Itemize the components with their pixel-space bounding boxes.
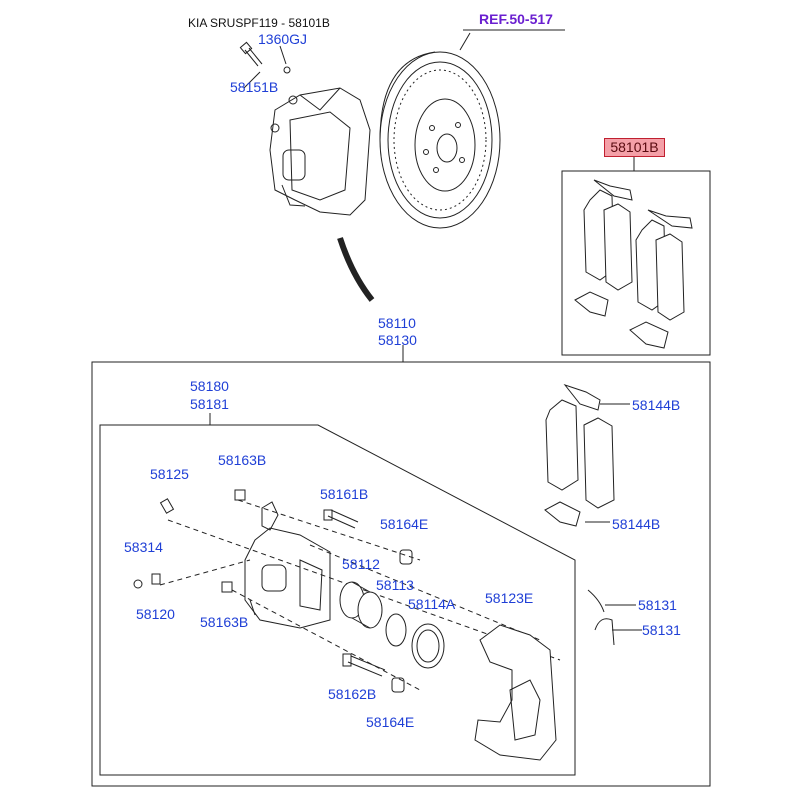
guide-pin-58161b[interactable] xyxy=(323,509,359,529)
brake-pads-58144b[interactable] xyxy=(544,383,615,527)
carrier-bracket-58123e[interactable] xyxy=(474,624,557,761)
caliper-assembly[interactable] xyxy=(269,87,371,216)
bolt-58163b-top[interactable] xyxy=(234,489,246,501)
part-label-58151b[interactable]: 58151B xyxy=(230,79,279,95)
part-label-58144b-bottom[interactable]: 58144B xyxy=(612,516,661,532)
pad-kit-box xyxy=(561,170,711,356)
part-label-58123e[interactable]: 58123E xyxy=(485,590,534,606)
part-label-1360gj[interactable]: 1360GJ xyxy=(258,31,308,47)
reference-link[interactable]: REF.50-517 xyxy=(479,11,553,27)
boot-58114a[interactable] xyxy=(411,623,445,669)
part-label-58162b[interactable]: 58162B xyxy=(328,686,377,702)
part-label-58181[interactable]: 58181 xyxy=(190,396,229,412)
brake-disc[interactable] xyxy=(379,51,501,229)
piston-58112[interactable] xyxy=(339,581,383,629)
clip-58131-top[interactable] xyxy=(587,589,605,613)
part-label-58125[interactable]: 58125 xyxy=(150,466,189,482)
part-label-58112[interactable]: 58112 xyxy=(342,556,380,572)
bleeder-58120[interactable] xyxy=(151,573,161,585)
highlighted-part-label[interactable]: 58101B xyxy=(604,138,665,157)
guide-pin-58162b[interactable] xyxy=(342,653,386,677)
clip-58131-bottom[interactable] xyxy=(594,618,615,646)
part-label-58163b-bottom[interactable]: 58163B xyxy=(200,614,249,630)
part-label-58131-bottom[interactable]: 58131 xyxy=(642,622,681,638)
part-label-58161b[interactable]: 58161B xyxy=(320,486,369,502)
part-label-58130[interactable]: 58130 xyxy=(378,332,417,348)
caliper-body[interactable] xyxy=(244,501,331,629)
boot-58164e-bottom[interactable] xyxy=(391,677,405,693)
part-label-58120[interactable]: 58120 xyxy=(136,606,175,622)
part-label-58110[interactable]: 58110 xyxy=(378,315,416,331)
part-label-58164e-top[interactable]: 58164E xyxy=(380,516,429,532)
caliper-sub-box xyxy=(99,424,576,776)
part-label-58113[interactable]: 58113 xyxy=(376,577,414,593)
boot-58164e-top[interactable] xyxy=(399,549,413,565)
part-label-58314[interactable]: 58314 xyxy=(124,539,163,555)
pad-kit-contents[interactable] xyxy=(574,179,693,349)
part-label-58163b-top[interactable]: 58163B xyxy=(218,452,267,468)
part-label-58164e-bottom[interactable]: 58164E xyxy=(366,714,415,730)
assembly-arrow xyxy=(337,237,375,302)
bolt-58163b-bottom[interactable] xyxy=(221,581,233,593)
part-label-58180[interactable]: 58180 xyxy=(190,378,229,394)
bleeder-58125[interactable] xyxy=(159,498,175,514)
washer-1360gj[interactable] xyxy=(283,66,291,74)
caliper-box xyxy=(91,361,711,787)
diagram-title: KIA SRUSPF119 - 58101B xyxy=(188,16,330,30)
part-label-58131-top[interactable]: 58131 xyxy=(638,597,677,613)
bolt-58151b[interactable] xyxy=(239,41,263,67)
part-label-58144b-top[interactable]: 58144B xyxy=(632,397,681,413)
cap-58314[interactable] xyxy=(133,579,143,589)
part-label-58114a[interactable]: 58114A xyxy=(408,596,456,612)
seal-58113[interactable] xyxy=(385,613,407,647)
